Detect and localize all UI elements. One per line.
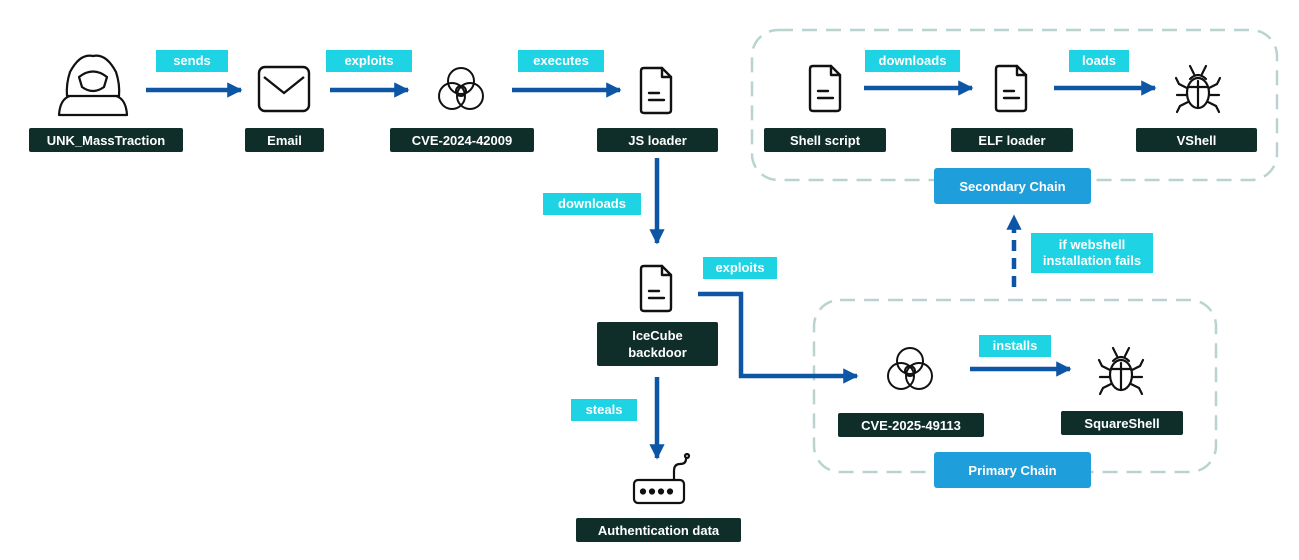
document-icon <box>994 64 1028 113</box>
edge-label-sends: sends <box>156 50 228 72</box>
biohazard-icon <box>438 67 484 110</box>
edge-label-installs: installs <box>979 335 1051 357</box>
node-label-cve-2024: CVE-2024-42009 <box>390 128 534 152</box>
edge-label-steals: steals <box>571 399 637 421</box>
node-label-icecube: IceCube backdoor <box>597 322 718 366</box>
edge-label-exploits-cve1: exploits <box>326 50 412 72</box>
primary-chain-container <box>812 298 1218 474</box>
edge-label-loads: loads <box>1069 50 1129 72</box>
edge-label-downloads-elf: downloads <box>865 50 960 72</box>
document-icon <box>639 66 673 115</box>
hooded-hacker-icon <box>57 54 129 117</box>
edge-label-fallback: if webshell installation fails <box>1031 233 1153 273</box>
edge-label-downloads-icecube: downloads <box>543 193 641 215</box>
document-icon <box>808 64 842 113</box>
bug-icon <box>1174 64 1222 114</box>
primary-chain-title: Primary Chain <box>934 452 1091 488</box>
password-device-icon <box>632 452 691 505</box>
secondary-chain-title: Secondary Chain <box>934 168 1091 204</box>
biohazard-icon <box>887 347 933 390</box>
bug-icon <box>1097 346 1145 396</box>
node-label-vshell: VShell <box>1136 128 1257 152</box>
envelope-icon <box>257 65 311 113</box>
edge-label-exploits-cve2: exploits <box>703 257 777 279</box>
node-label-js-loader: JS loader <box>597 128 718 152</box>
node-label-email: Email <box>245 128 324 152</box>
arrow-exploits-cve2 <box>698 291 859 384</box>
node-label-cve-2025: CVE-2025-49113 <box>838 413 984 437</box>
node-label-elf-loader: ELF loader <box>951 128 1073 152</box>
node-label-squareshell: SquareShell <box>1061 411 1183 435</box>
node-label-auth-data: Authentication data <box>576 518 741 542</box>
node-label-actor: UNK_MassTraction <box>29 128 183 152</box>
edge-label-executes: executes <box>518 50 604 72</box>
node-label-shell-script: Shell script <box>764 128 886 152</box>
document-icon <box>639 264 673 313</box>
